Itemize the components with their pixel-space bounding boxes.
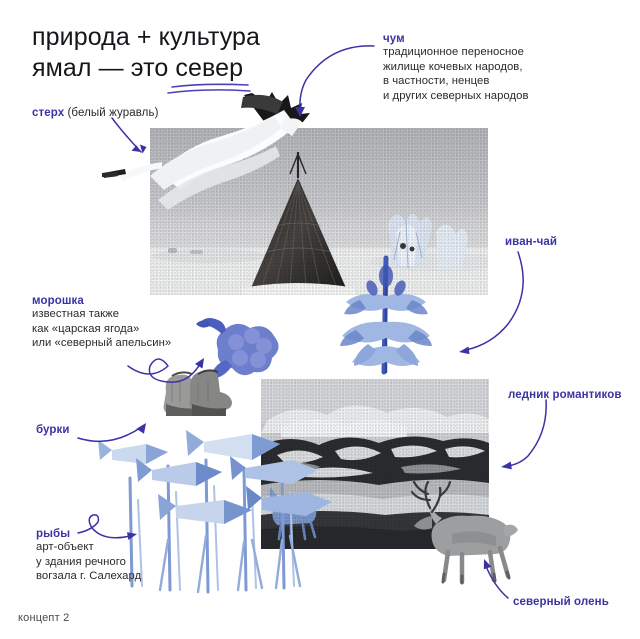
arrow-ryby [78, 515, 137, 540]
label-chum-title: чум [383, 33, 405, 45]
photo-tundra-chum [150, 128, 488, 295]
label-lednik-title: ледник романтиков [508, 389, 622, 401]
label-moroshka: морошка известная также как «царская яго… [32, 295, 171, 351]
label-severny-olen-title: северный олень [513, 596, 609, 608]
page-title: природа + культура ямал — это север [32, 22, 260, 84]
reindeer-photo [412, 482, 518, 583]
title-line-2: ямал — это север [32, 54, 244, 82]
arrow-burki [78, 423, 146, 441]
label-sterh: стерх (белый журавль) [32, 103, 159, 121]
fish-art-objects-illustration [98, 430, 332, 592]
label-sterh-subtitle: (белый журавль) [64, 107, 159, 119]
arrow-sterh [112, 118, 147, 154]
label-lednik: ледник романтиков [508, 389, 622, 401]
label-ivan-chai-title: иван-чай [505, 236, 558, 248]
arrow-moroshka [128, 358, 204, 382]
arrow-lednik [501, 400, 546, 470]
label-chum-body: традиционное переносное жилище кочевых н… [383, 46, 529, 102]
label-moroshka-body: известная также как «царская ягода» или … [32, 308, 172, 350]
chum-photo-content [150, 128, 488, 295]
label-burki: бурки [36, 424, 70, 436]
label-sterh-title: стерх [32, 107, 65, 119]
label-burki-title: бурки [36, 424, 70, 436]
title-line-1: природа + культура [32, 23, 261, 51]
label-severny-olen: северный олень [513, 596, 609, 608]
arrow-severny-olen [483, 559, 508, 598]
title-underline [168, 84, 250, 93]
arrow-ivan-chai [459, 252, 523, 355]
cloudberry-blue-illustration [196, 318, 279, 379]
white-crane-illustration [102, 92, 310, 210]
footer-concept: концепт 2 [18, 612, 70, 624]
label-moroshka-title: морошка [32, 295, 84, 307]
fireweed-flowers-illustration [340, 258, 432, 372]
label-chum: чум традиционное переносное жилище кочев… [383, 33, 529, 103]
label-ryby-title: рыбы [36, 528, 71, 540]
arrow-chum [295, 46, 374, 117]
label-ivan-chai: иван-чай [505, 236, 557, 248]
felt-boots-photo [163, 370, 232, 416]
label-ryby: рыбы арт-объект у здания речного вогзала… [36, 528, 141, 584]
label-ryby-body: арт-объект у здания речного вогзала г. С… [36, 541, 142, 583]
